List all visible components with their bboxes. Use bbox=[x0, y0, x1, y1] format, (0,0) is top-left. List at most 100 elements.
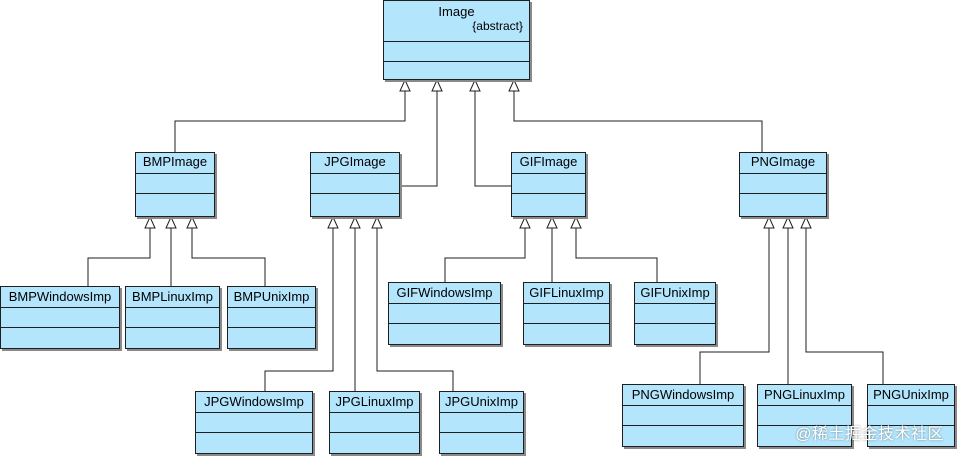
attribute-separator bbox=[868, 405, 954, 406]
operation-separator bbox=[126, 327, 219, 328]
inheritance-arrowhead bbox=[763, 215, 775, 229]
class-bmp-unix-imp[interactable]: BMPUnixImp bbox=[227, 286, 316, 349]
inheritance-arrowhead bbox=[399, 78, 411, 92]
attribute-separator bbox=[126, 307, 219, 308]
class-name: JPGLinuxImp bbox=[335, 394, 414, 409]
class-name: JPGWindowsImp bbox=[204, 394, 304, 409]
connector-line bbox=[264, 228, 334, 391]
class-name: GIFImage bbox=[519, 154, 578, 169]
inheritance-arrowhead bbox=[546, 215, 558, 229]
generalization-bmp-linux bbox=[165, 215, 177, 286]
connector-line bbox=[444, 228, 526, 282]
class-name: PNGLinuxImp bbox=[764, 387, 845, 402]
class-jpg-unix-imp[interactable]: JPGUnixImp bbox=[439, 391, 524, 454]
attribute-separator bbox=[330, 412, 419, 413]
inheritance-arrowhead bbox=[782, 215, 794, 229]
generalization-bmp-windows bbox=[87, 215, 156, 286]
watermark-text: @稀土掘金技术社区 bbox=[795, 426, 944, 443]
class-png-unix-imp[interactable]: PNGUnixImp bbox=[867, 384, 955, 447]
generalization-png-windows bbox=[699, 215, 775, 384]
inheritance-arrowhead bbox=[144, 215, 156, 229]
class-png-linux-imp[interactable]: PNGLinuxImp bbox=[757, 384, 852, 447]
attribute-separator bbox=[524, 303, 609, 304]
operation-separator bbox=[440, 432, 523, 433]
inheritance-arrowhead bbox=[508, 78, 520, 92]
class-jpg-windows-imp[interactable]: JPGWindowsImp bbox=[195, 391, 313, 454]
attribute-separator bbox=[740, 173, 826, 174]
operation-separator bbox=[384, 61, 529, 62]
attribute-separator bbox=[623, 405, 743, 406]
class-name: JPGUnixImp bbox=[445, 394, 518, 409]
operation-separator bbox=[524, 323, 609, 324]
operation-separator bbox=[635, 323, 715, 324]
attribute-separator bbox=[1, 307, 119, 308]
attribute-separator bbox=[136, 173, 214, 174]
inheritance-arrowhead bbox=[371, 215, 383, 229]
inheritance-arrowhead bbox=[469, 78, 481, 92]
generalization-png-image bbox=[508, 78, 763, 152]
class-name: PNGImage bbox=[750, 154, 816, 169]
attribute-separator bbox=[196, 412, 312, 413]
class-gif-linux-imp[interactable]: GIFLinuxImp bbox=[523, 282, 610, 345]
class-bmp-image[interactable]: BMPImage bbox=[135, 152, 215, 217]
connector-line bbox=[400, 91, 438, 187]
class-name: GIFWindowsImp bbox=[396, 285, 493, 300]
generalization-gif-unix bbox=[570, 215, 658, 282]
class-name: PNGWindowsImp bbox=[631, 387, 735, 402]
operation-separator bbox=[330, 432, 419, 433]
inheritance-arrowhead bbox=[349, 215, 361, 229]
operation-separator bbox=[311, 193, 399, 194]
inheritance-arrowhead bbox=[327, 215, 339, 229]
class-name: BMPUnixImp bbox=[233, 289, 310, 304]
inheritance-arrowhead bbox=[570, 215, 582, 229]
class-name: JPGImage bbox=[324, 154, 386, 169]
connector-line bbox=[376, 228, 454, 391]
inheritance-arrowhead bbox=[519, 215, 531, 229]
attribute-separator bbox=[635, 303, 715, 304]
connector-line bbox=[575, 228, 658, 282]
connector-line bbox=[174, 91, 406, 152]
operation-separator bbox=[228, 327, 315, 328]
operation-separator bbox=[1, 327, 119, 328]
class-gif-image[interactable]: GIFImage bbox=[511, 152, 586, 217]
class-name: BMPLinuxImp bbox=[132, 289, 213, 304]
generalization-gif-image bbox=[469, 78, 511, 187]
connector-line bbox=[699, 228, 770, 384]
operation-separator bbox=[512, 193, 585, 194]
generalization-jpg-windows bbox=[264, 215, 339, 391]
class-name: PNGUnixImp bbox=[873, 387, 949, 402]
inheritance-arrowhead bbox=[186, 215, 198, 229]
class-jpg-linux-imp[interactable]: JPGLinuxImp bbox=[329, 391, 420, 454]
operation-separator bbox=[389, 323, 500, 324]
class-png-windows-imp[interactable]: PNGWindowsImp bbox=[622, 384, 744, 447]
inheritance-arrowhead bbox=[431, 78, 443, 92]
generalization-jpg-linux bbox=[349, 215, 361, 391]
attribute-separator bbox=[389, 303, 500, 304]
generalization-gif-linux bbox=[546, 215, 558, 282]
class-bmp-linux-imp[interactable]: BMPLinuxImp bbox=[125, 286, 220, 349]
generalization-png-linux bbox=[782, 215, 794, 384]
class-name: GIFUnixImp bbox=[640, 285, 710, 300]
class-jpg-image[interactable]: JPGImage bbox=[310, 152, 400, 217]
operation-separator bbox=[740, 193, 826, 194]
class-name: BMPWindowsImp bbox=[8, 289, 112, 304]
attribute-separator bbox=[440, 412, 523, 413]
connector-line bbox=[513, 91, 763, 152]
generalization-png-unix bbox=[800, 215, 884, 384]
connector-line bbox=[191, 228, 266, 286]
class-name: BMPImage bbox=[142, 154, 208, 169]
generalization-jpg-image bbox=[400, 78, 443, 187]
class-gif-windows-imp[interactable]: GIFWindowsImp bbox=[388, 282, 501, 345]
inheritance-arrowhead bbox=[165, 215, 177, 229]
operation-separator bbox=[136, 193, 214, 194]
generalization-gif-windows bbox=[444, 215, 531, 282]
attribute-separator bbox=[384, 41, 529, 42]
attribute-separator bbox=[758, 405, 851, 406]
class-bmp-windows-imp[interactable]: BMPWindowsImp bbox=[0, 286, 120, 349]
class-gif-unix-imp[interactable]: GIFUnixImp bbox=[634, 282, 716, 345]
operation-separator bbox=[623, 425, 743, 426]
class-png-image[interactable]: PNGImage bbox=[739, 152, 827, 217]
inheritance-arrowhead bbox=[800, 215, 812, 229]
class-image[interactable]: Image {abstract} bbox=[383, 0, 530, 80]
generalization-bmp-image bbox=[174, 78, 411, 152]
